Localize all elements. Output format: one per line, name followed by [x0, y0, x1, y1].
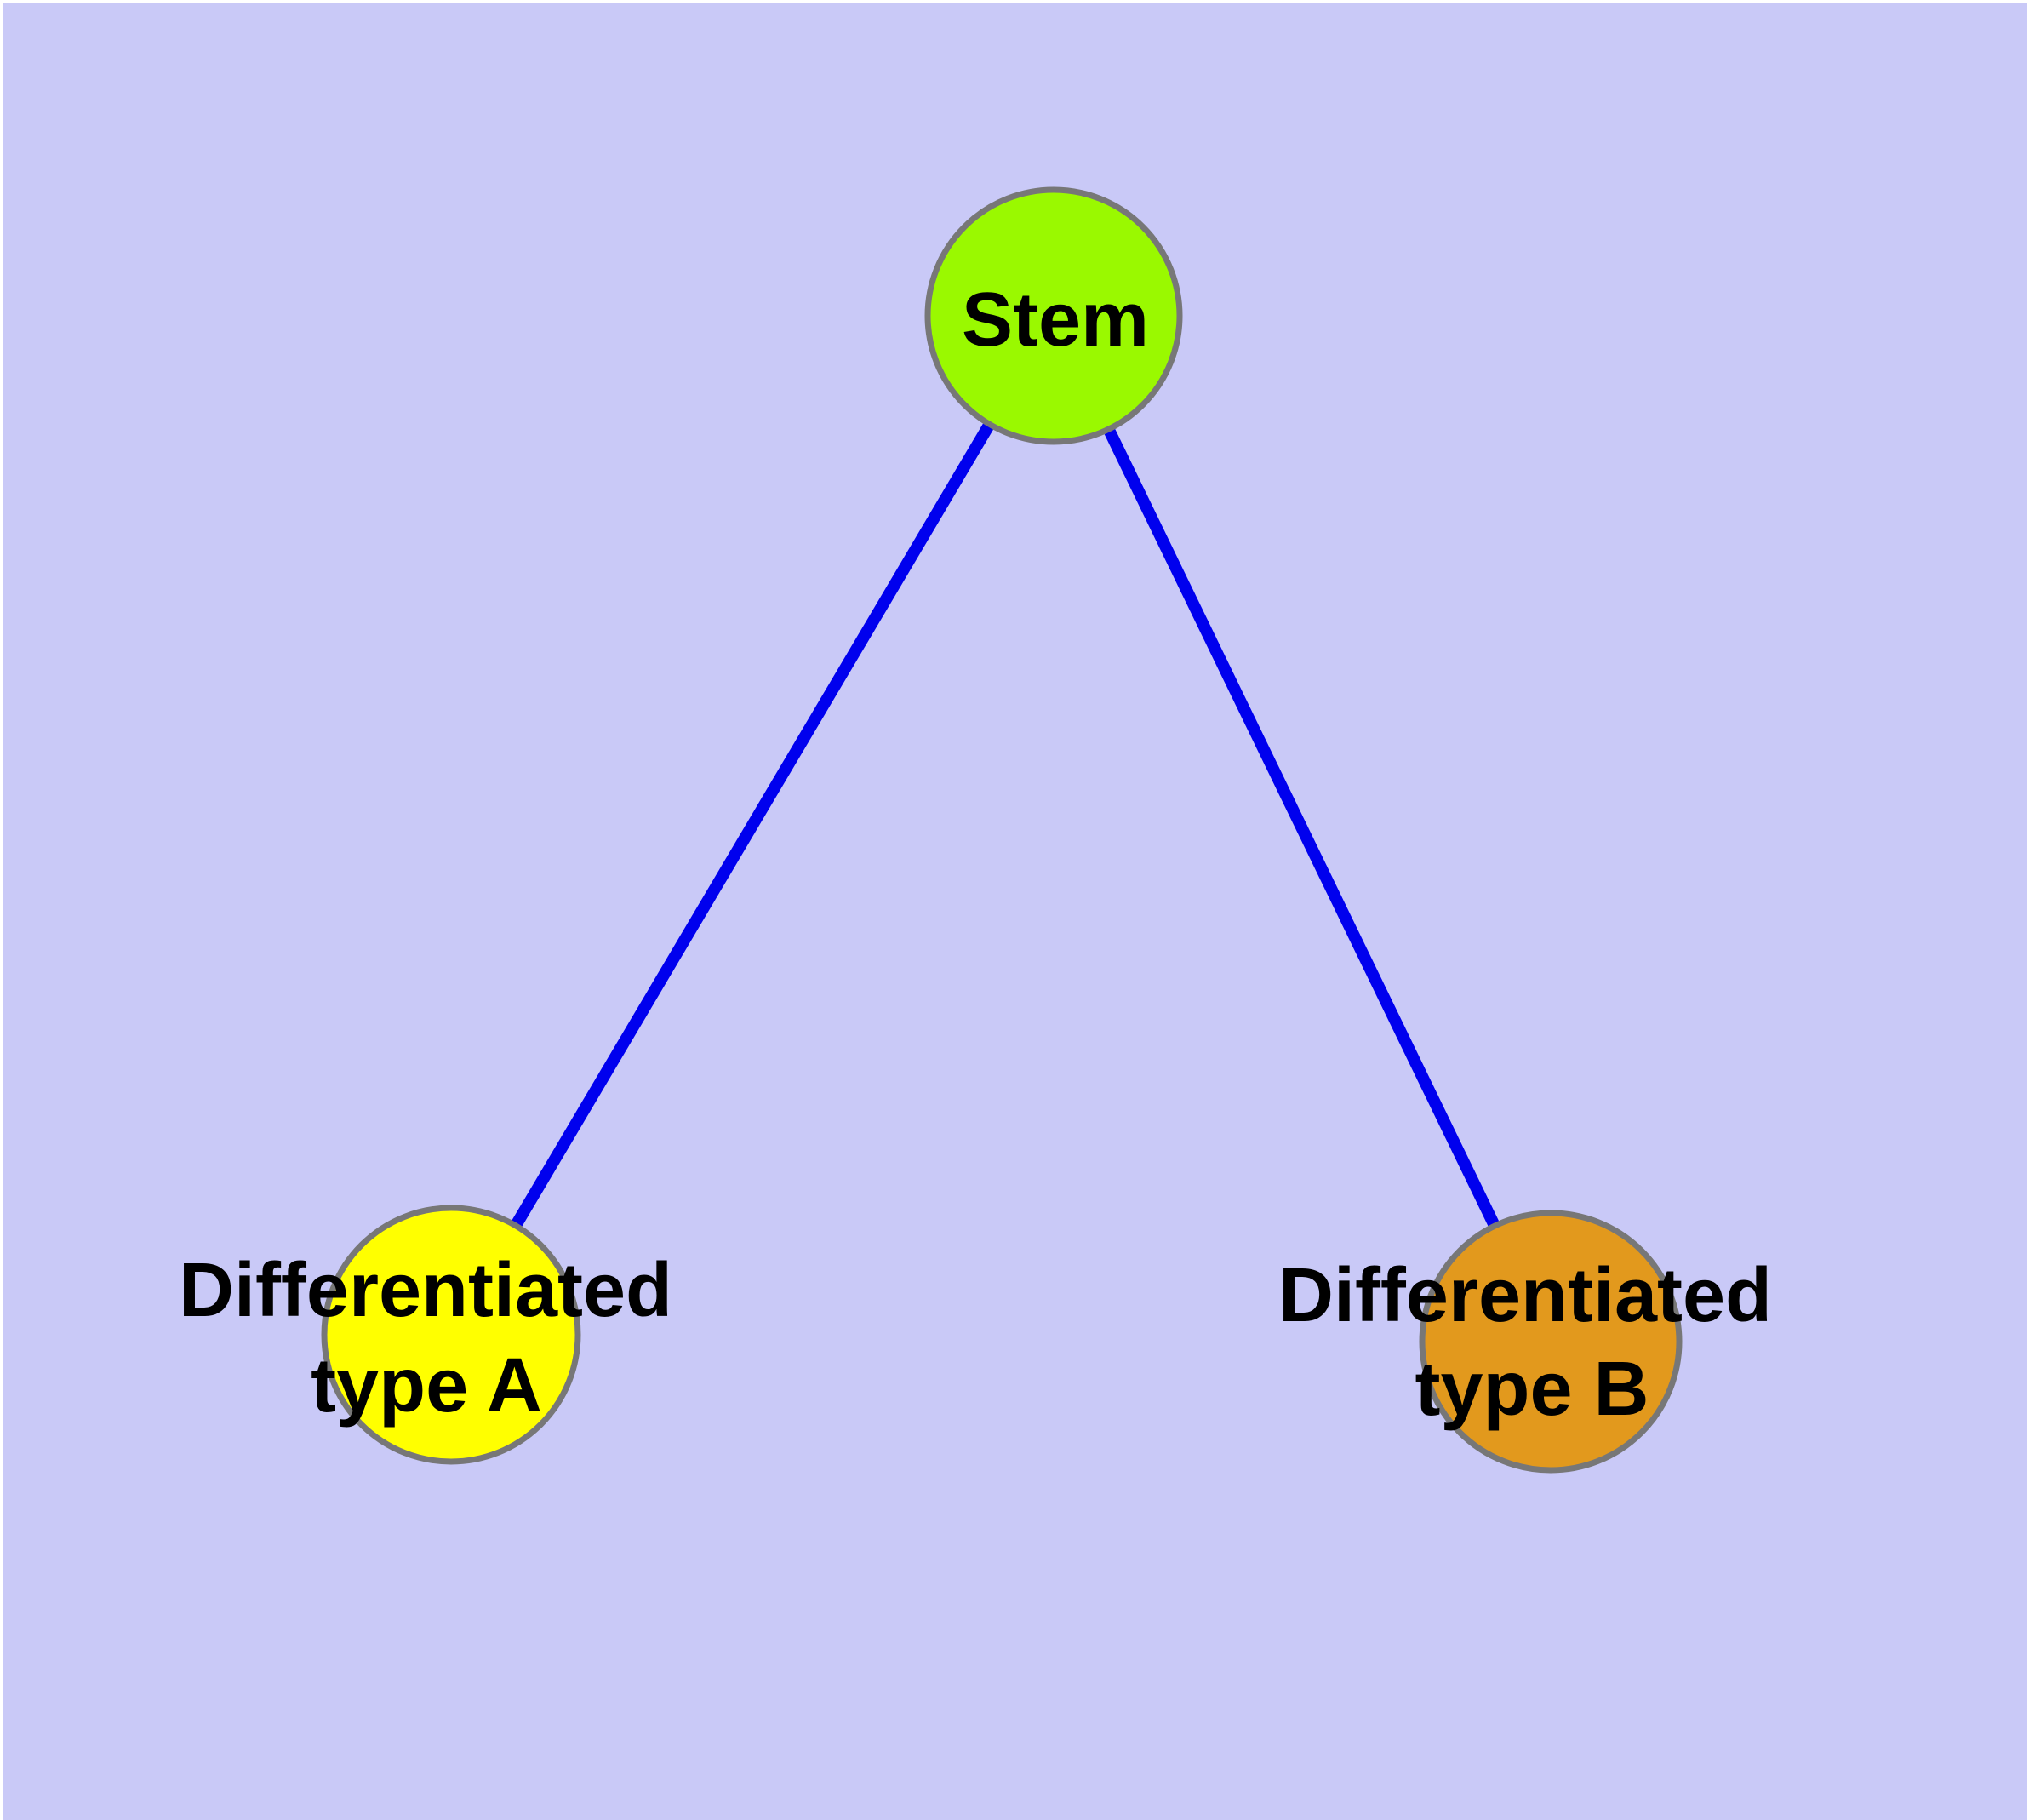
edge-stem-to-type-b	[1048, 310, 1557, 1348]
node-type-a-label-line1: Differentiated	[179, 1248, 672, 1333]
node-type-b-label-line2: type B	[1415, 1347, 1649, 1432]
node-type-b-label-line1: Differentiated	[1278, 1253, 1772, 1338]
node-differentiated-type-a	[321, 1205, 581, 1465]
edge-stem-to-type-a	[445, 310, 1060, 1341]
node-type-a-label-line2: type A	[311, 1343, 542, 1428]
node-differentiated-type-b	[1419, 1210, 1683, 1474]
node-stem	[924, 186, 1183, 445]
node-stem-label: Stem	[962, 278, 1149, 363]
